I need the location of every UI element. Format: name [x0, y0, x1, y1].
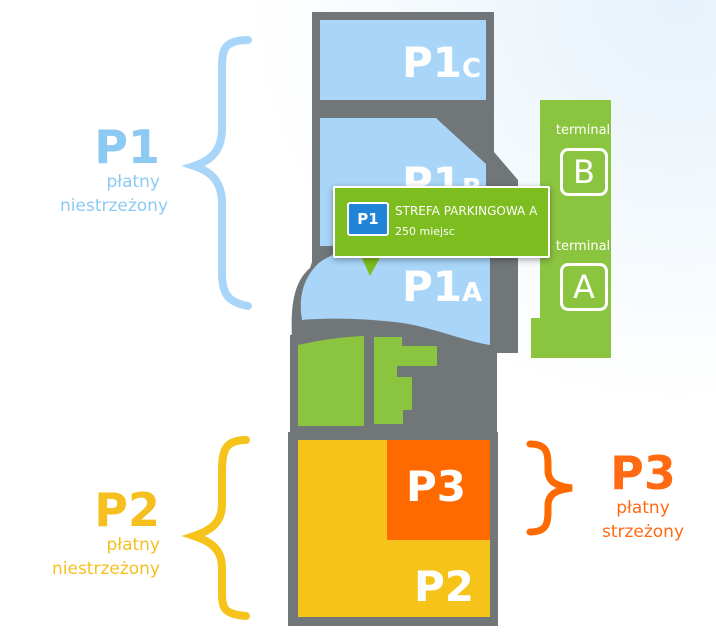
popup-zone-name: STREFA PARKINGOWA A	[395, 204, 538, 218]
p2-bracket	[181, 436, 250, 620]
p2-legend-line2: niestrzeżony	[51, 559, 160, 579]
zone-p1a-area	[300, 246, 490, 345]
terminal-b-caption: terminal	[555, 123, 611, 138]
terminal-building	[531, 100, 611, 358]
terminal-a-caption: terminal	[555, 239, 611, 254]
zone-p1c-sub: C	[462, 54, 482, 84]
zone-p1a-label[interactable]: P1A	[402, 266, 482, 308]
terminal-a-icon: A	[560, 263, 608, 311]
p1-legend-code: P1	[94, 120, 160, 174]
zone-p1a-sub: A	[462, 278, 483, 308]
p1-bracket	[181, 36, 252, 310]
popup-space-count: 250 miejsc	[395, 225, 455, 238]
p2-legend-code: P2	[94, 483, 160, 537]
middle-green-building	[374, 337, 437, 424]
zone-p1a-main: P1	[402, 262, 463, 311]
terminal-b-icon: B	[560, 148, 608, 196]
zone-p2-label[interactable]: P2	[414, 562, 475, 611]
zone-p1c-label[interactable]: P1C	[402, 42, 481, 84]
p2-legend: P2 płatny niestrzeżony	[50, 487, 160, 581]
p1-legend: P1 płatny niestrzeżony	[60, 120, 169, 218]
p1-legend-line1: płatny	[106, 172, 160, 192]
p3-legend-line1: płatny	[616, 498, 670, 518]
p3-legend: P3 płatny strzeżony	[580, 450, 706, 544]
parking-zone-popup[interactable]: P1 STREFA PARKINGOWA A 250 miejsc	[333, 186, 550, 258]
zone-p3-label[interactable]: P3	[406, 462, 467, 511]
zone-p1c-area	[320, 20, 486, 100]
p1-legend-line2: niestrzeżony	[60, 196, 169, 216]
parking-badge-icon: P1	[347, 202, 389, 236]
popup-pointer	[360, 254, 382, 276]
p3-bracket	[526, 440, 573, 536]
p3-legend-line2: strzeżony	[601, 522, 685, 542]
middle-green-block	[298, 336, 364, 426]
zone-p3-area	[387, 440, 490, 540]
p2-legend-line1: płatny	[106, 535, 160, 555]
p3-legend-code: P3	[610, 446, 676, 500]
zone-p1c-main: P1	[402, 38, 463, 87]
